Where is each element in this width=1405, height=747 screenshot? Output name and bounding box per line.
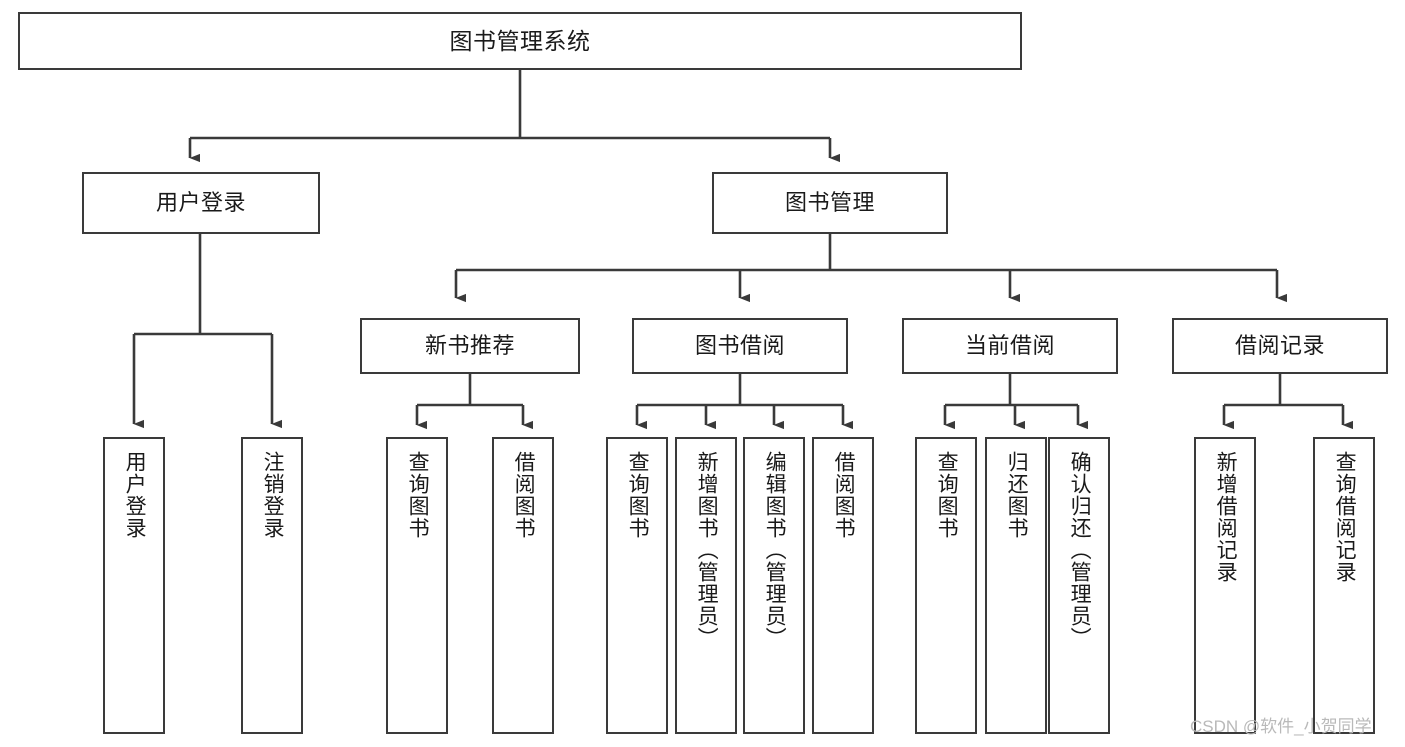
node-leaf-query-record-label: 查询借阅记录 bbox=[1333, 451, 1357, 583]
node-leaf-user-logout-label: 注销登录 bbox=[261, 451, 285, 539]
node-book-borrow[interactable]: 图书借阅 bbox=[632, 318, 848, 374]
node-root[interactable]: 图书管理系统 bbox=[18, 12, 1022, 70]
node-leaf-add-record[interactable]: 新增借阅记录 bbox=[1194, 437, 1256, 734]
node-leaf-borrow-book-1-label: 借阅图书 bbox=[512, 451, 536, 539]
node-leaf-add-book-label: 新增图书（管理员） bbox=[695, 451, 719, 649]
node-book-management-label: 图书管理 bbox=[784, 190, 875, 216]
node-leaf-query-book-1-label: 查询图书 bbox=[406, 451, 430, 539]
node-root-label: 图书管理系统 bbox=[449, 27, 591, 54]
node-leaf-edit-book-label: 编辑图书（管理员） bbox=[763, 451, 787, 649]
node-leaf-query-book-1[interactable]: 查询图书 bbox=[386, 437, 448, 734]
node-new-book-recommend[interactable]: 新书推荐 bbox=[360, 318, 580, 374]
node-new-book-recommend-label: 新书推荐 bbox=[424, 333, 515, 359]
node-user-login[interactable]: 用户登录 bbox=[82, 172, 320, 234]
node-leaf-confirm-return-label: 确认归还（管理员） bbox=[1068, 451, 1092, 649]
node-current-borrow[interactable]: 当前借阅 bbox=[902, 318, 1118, 374]
node-leaf-edit-book[interactable]: 编辑图书（管理员） bbox=[743, 437, 805, 734]
node-book-borrow-label: 图书借阅 bbox=[694, 333, 785, 359]
node-current-borrow-label: 当前借阅 bbox=[964, 333, 1055, 359]
node-leaf-borrow-book-2[interactable]: 借阅图书 bbox=[812, 437, 874, 734]
node-leaf-query-book-3[interactable]: 查询图书 bbox=[915, 437, 977, 734]
node-leaf-user-login[interactable]: 用户登录 bbox=[103, 437, 165, 734]
watermark-text: CSDN @软件_小贺同学 bbox=[1190, 717, 1372, 736]
node-user-login-label: 用户登录 bbox=[155, 190, 246, 216]
node-leaf-confirm-return[interactable]: 确认归还（管理员） bbox=[1048, 437, 1110, 734]
node-leaf-user-logout[interactable]: 注销登录 bbox=[241, 437, 303, 734]
node-leaf-query-book-2[interactable]: 查询图书 bbox=[606, 437, 668, 734]
node-borrow-record-label: 借阅记录 bbox=[1234, 333, 1325, 359]
node-leaf-add-book[interactable]: 新增图书（管理员） bbox=[675, 437, 737, 734]
node-book-management[interactable]: 图书管理 bbox=[712, 172, 948, 234]
node-leaf-borrow-book-1[interactable]: 借阅图书 bbox=[492, 437, 554, 734]
node-leaf-query-book-2-label: 查询图书 bbox=[626, 451, 650, 539]
node-leaf-borrow-book-2-label: 借阅图书 bbox=[832, 451, 856, 539]
node-leaf-add-record-label: 新增借阅记录 bbox=[1214, 451, 1238, 583]
node-leaf-user-login-label: 用户登录 bbox=[123, 451, 147, 539]
node-leaf-query-book-3-label: 查询图书 bbox=[935, 451, 959, 539]
node-leaf-return-book[interactable]: 归还图书 bbox=[985, 437, 1047, 734]
node-leaf-return-book-label: 归还图书 bbox=[1005, 451, 1029, 539]
node-borrow-record[interactable]: 借阅记录 bbox=[1172, 318, 1388, 374]
node-leaf-query-record[interactable]: 查询借阅记录 bbox=[1313, 437, 1375, 734]
